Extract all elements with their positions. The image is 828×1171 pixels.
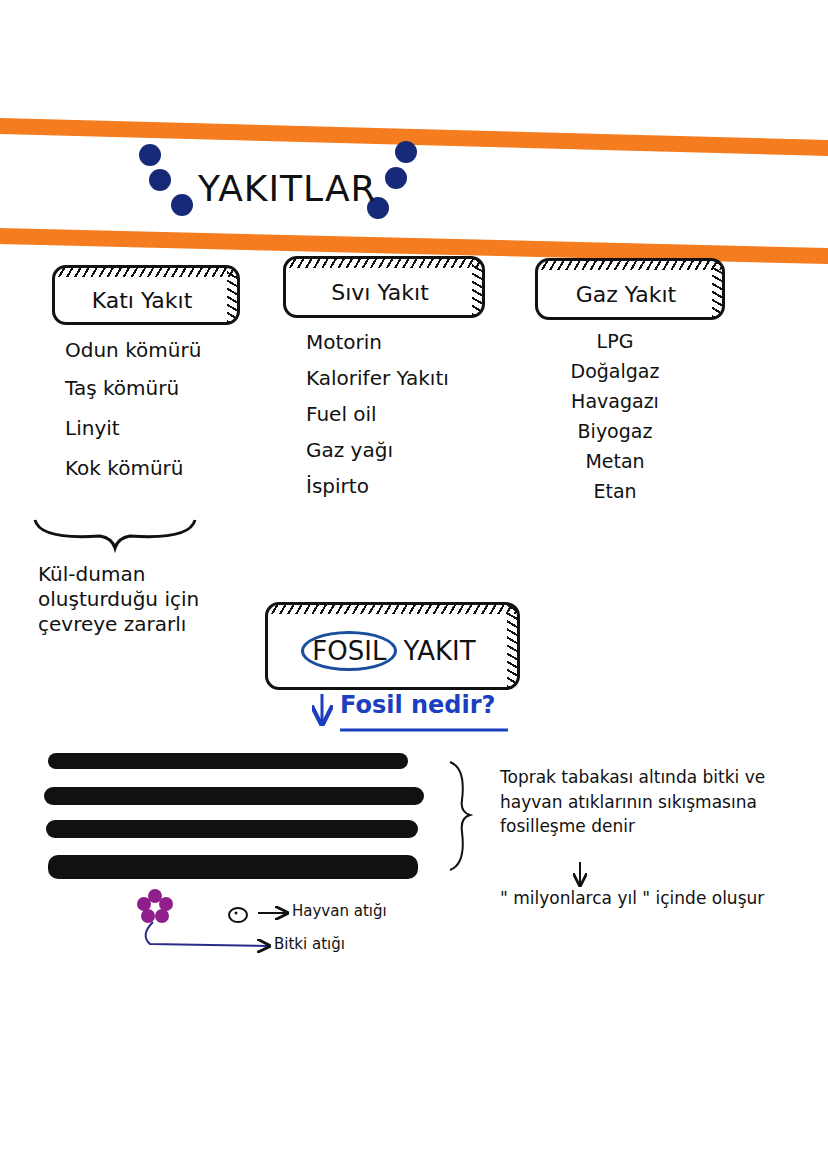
note-text: " milyonlarca yıl " içinde oluşur (500, 888, 790, 909)
brace (450, 762, 470, 870)
fuel-item: Biyogaz (560, 420, 670, 444)
arrow (321, 694, 324, 722)
box-label: YAKIT (403, 636, 475, 666)
question-heading: Fosil nedir? (340, 690, 496, 720)
box-label: Katı Yakıt (92, 288, 193, 313)
fuel-item: Etan (560, 480, 670, 504)
note-text: Bitki atığı (274, 935, 345, 954)
note-text: Hayvan atığı (292, 902, 387, 921)
box-label: Gaz Yakıt (576, 282, 676, 307)
fuel-item: LPG (560, 330, 670, 354)
fuel-item: Havagazı (560, 390, 670, 414)
arrow (579, 862, 581, 884)
page-title: YAKITLAR (198, 168, 377, 209)
fuel-item: Kalorifer Yakıtı (306, 366, 449, 391)
brace (35, 520, 195, 548)
box-label: Sıvı Yakıt (331, 280, 429, 305)
note-text: Toprak tabakası altında bitki ve hayvan … (500, 765, 800, 839)
fuel-item: İspirto (306, 474, 369, 499)
category-box: Gaz Yakıt (535, 258, 725, 320)
soil-layers (44, 753, 424, 879)
underline (340, 729, 508, 732)
animal-icon (229, 908, 286, 922)
fossil-fuel-box: FOSILYAKIT (265, 602, 520, 690)
category-box: Katı Yakıt (52, 265, 240, 325)
fuel-item: Gaz yağı (306, 438, 393, 463)
fuel-item: Taş kömürü (65, 376, 179, 401)
fuel-item: Metan (560, 450, 670, 474)
dot-decoration (139, 141, 417, 219)
fuel-item: Linyit (65, 416, 120, 441)
fuel-item: Fuel oil (306, 402, 377, 427)
box-label: FOSIL (301, 631, 397, 671)
fuel-item: Odun kömürü (65, 338, 201, 363)
fuel-item: Doğalgaz (560, 360, 670, 384)
category-box: Sıvı Yakıt (283, 256, 485, 318)
note-text: Kül-duman oluşturduğu için çevreye zarar… (38, 562, 218, 637)
fuel-item: Kok kömürü (65, 456, 183, 481)
flower-icon (137, 889, 268, 946)
fuel-item: Motorin (306, 330, 382, 355)
